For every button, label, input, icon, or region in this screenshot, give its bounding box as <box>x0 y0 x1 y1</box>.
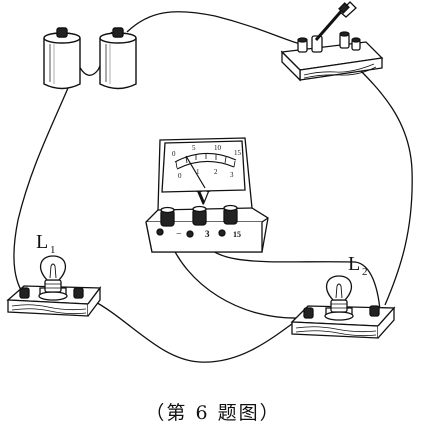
voltmeter-needle <box>185 155 206 189</box>
scale-upper-15: 15 <box>234 149 242 157</box>
switch <box>280 1 384 82</box>
bulb-l2-assembly <box>290 275 396 339</box>
wire-battery-to-l1 <box>13 87 69 301</box>
wire-switch-to-l2 <box>353 63 413 306</box>
switch-post-pivot <box>311 35 323 53</box>
scale-lower-2: 2 <box>214 168 218 176</box>
bulb-l2-socket <box>330 299 348 313</box>
bulb-l1-assembly <box>6 255 102 317</box>
scale-upper-10: 10 <box>214 144 222 152</box>
wire-meter-3-to-l2 <box>201 235 381 311</box>
wire-l1-to-l2 <box>91 299 301 363</box>
scale-lower-3: 3 <box>230 171 234 179</box>
wire-battery-to-switch <box>126 11 301 45</box>
scale-lower-0: 0 <box>178 172 182 180</box>
voltmeter-face <box>161 140 246 193</box>
bulb-l1-glass <box>39 255 67 281</box>
battery-cell-left <box>43 27 81 90</box>
scale-upper-5: 5 <box>192 144 196 152</box>
voltmeter: 0 5 10 15 0 1 2 3 V − 3 15 <box>145 137 269 253</box>
bulb-l2-glass <box>325 275 353 301</box>
voltmeter-scale-arc <box>174 152 237 163</box>
figure-caption: （第 6 题图） <box>145 402 281 424</box>
battery-pack <box>43 27 137 90</box>
bulb-l2-label: L <box>348 253 360 275</box>
terminal-15-label: 15 <box>233 230 241 239</box>
voltmeter-symbol: V <box>196 187 211 209</box>
terminal-minus-label: − <box>176 229 182 240</box>
scale-upper-0: 0 <box>172 150 176 158</box>
terminal-3-label: 3 <box>205 229 210 239</box>
bulb-l1-socket <box>44 279 62 293</box>
battery-cell-right <box>99 27 137 90</box>
bulb-l1-subscript: 1 <box>50 244 56 256</box>
switch-blade <box>314 7 346 41</box>
bulb-l2-subscript: 2 <box>362 266 368 278</box>
wires <box>13 11 413 363</box>
wire-meter-minus-to-l2 <box>167 235 301 319</box>
bulb-l1-label: L <box>36 231 48 253</box>
voltmeter-ticks <box>175 153 236 169</box>
scale-lower-1: 1 <box>196 168 200 176</box>
voltmeter-terminals <box>160 204 238 227</box>
